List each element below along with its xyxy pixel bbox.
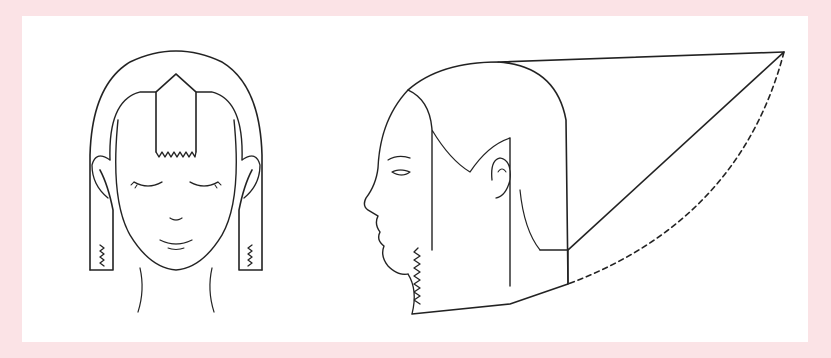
side-elevation-dashed — [568, 52, 784, 284]
side-bottom-line — [412, 284, 568, 314]
side-elevation-diagonal — [568, 52, 784, 250]
front-right-ear — [242, 156, 260, 198]
front-face-outline — [116, 120, 237, 270]
front-hairline — [110, 92, 242, 160]
side-eye — [392, 170, 410, 175]
front-top-section-cut — [156, 152, 196, 157]
side-elevation-top-line — [498, 52, 784, 62]
side-zigzag-cut — [414, 248, 420, 304]
side-hair-inner-curve — [432, 130, 510, 172]
front-head-figure — [90, 51, 262, 312]
front-left-ear — [92, 156, 110, 198]
side-nape-curve — [520, 190, 540, 250]
side-face-profile — [364, 90, 408, 274]
side-elevation-box — [540, 250, 568, 284]
front-right-eye — [190, 182, 218, 186]
side-eyebrow — [388, 156, 410, 160]
front-left-hair-panel — [90, 170, 113, 270]
front-nose — [170, 218, 182, 220]
front-left-eye — [134, 182, 162, 186]
front-mouth — [160, 240, 192, 244]
side-ear-inner — [498, 169, 506, 172]
front-right-panel-cut — [248, 245, 252, 266]
front-right-hair-panel — [239, 170, 262, 270]
front-left-panel-cut — [100, 245, 104, 266]
side-jaw — [408, 274, 414, 314]
side-hairline — [408, 90, 432, 250]
side-ear — [492, 158, 511, 198]
side-head-figure — [364, 52, 784, 314]
front-neck — [138, 268, 214, 312]
front-lower-lip — [168, 248, 184, 250]
front-top-section — [156, 74, 196, 152]
